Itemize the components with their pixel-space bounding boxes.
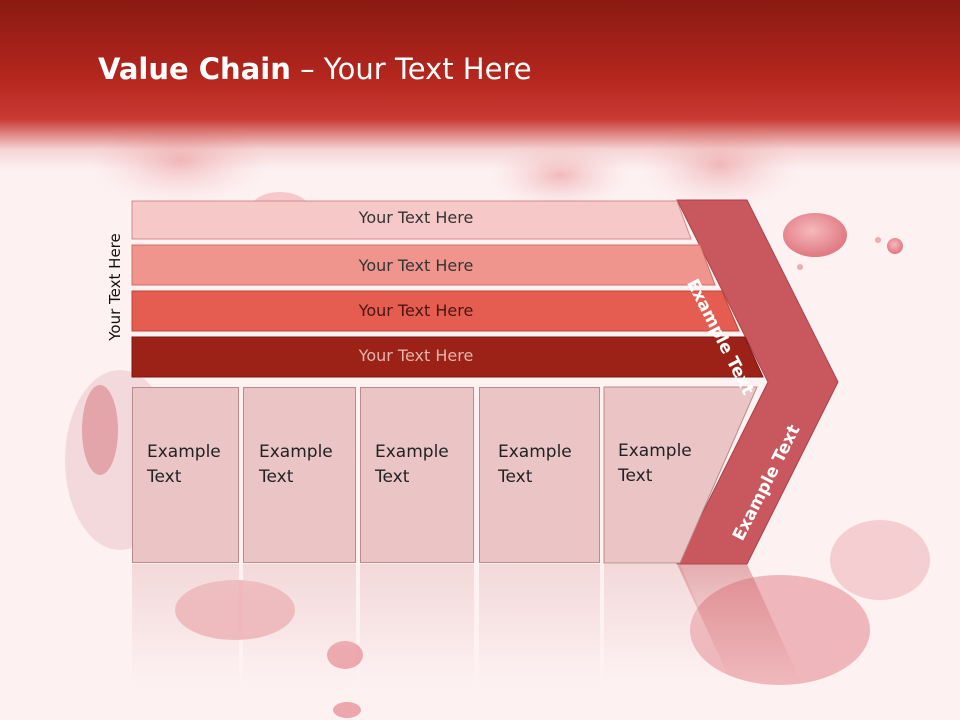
cell-3: Example Text <box>360 387 474 563</box>
side-label: Your Text Here <box>106 233 124 341</box>
bar-label-4: Your Text Here <box>358 346 474 365</box>
cell-label-1: Example Text <box>147 442 221 487</box>
cell-label-3: Example Text <box>375 442 449 487</box>
page-title: Value Chain – Your Text Here <box>98 52 532 86</box>
cell-label-2: Example Text <box>259 442 333 487</box>
cell-label-4: Example Text <box>498 442 572 487</box>
bar-label-3: Your Text Here <box>358 301 474 320</box>
header-band <box>0 0 960 170</box>
cell-label-5: Example Text <box>618 441 692 486</box>
cell-1: Example Text <box>132 387 239 563</box>
cell-2: Example Text <box>243 387 356 563</box>
bar-label-1: Your Text Here <box>358 208 474 227</box>
bar-label-2: Your Text Here <box>358 256 474 275</box>
cell-4: Example Text <box>479 387 600 563</box>
title-rest: – Your Text Here <box>290 52 532 86</box>
title-bold: Value Chain <box>98 52 291 86</box>
